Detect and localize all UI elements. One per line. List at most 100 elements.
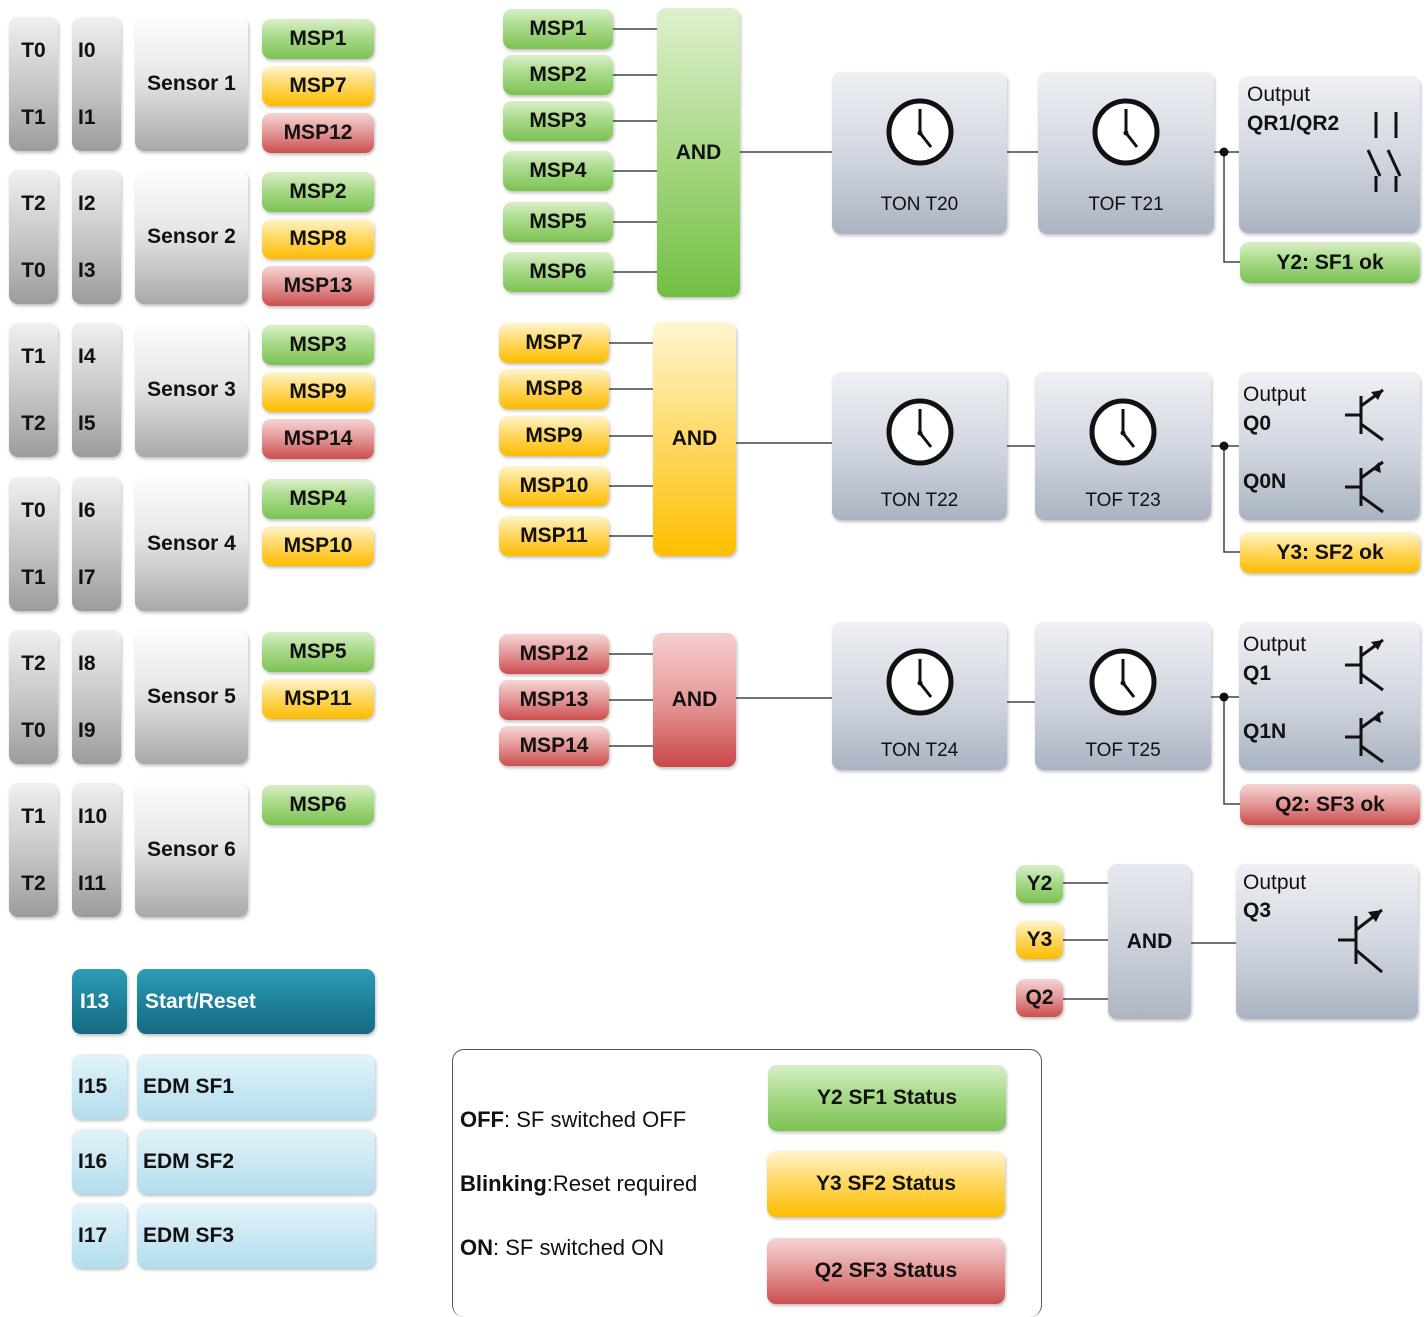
sensor-box: Sensor 4: [135, 477, 248, 611]
and-gate-1: AND: [657, 8, 740, 297]
msp-input: MSP2: [503, 55, 613, 95]
msp-label: MSP2: [529, 63, 587, 86]
msp-output: MSP5: [262, 632, 374, 672]
and-label: AND: [1126, 929, 1173, 953]
msp-input: MSP8: [499, 369, 609, 409]
legend-panel: [452, 1049, 1042, 1317]
output-title: Output: [1247, 83, 1311, 106]
test-pulse-label: T0: [21, 498, 46, 522]
msp-output-label: MSP4: [289, 487, 347, 510]
final-input-label: Q2: [1025, 986, 1054, 1009]
final-input-label: Y3: [1026, 928, 1053, 951]
output-name: Q0: [1243, 412, 1272, 435]
start-reset-label: Start/Reset: [145, 989, 256, 1013]
input-label: I16: [78, 1149, 108, 1173]
input-box-i16: I16: [72, 1129, 127, 1194]
sensor-box: Sensor 2: [135, 170, 248, 304]
msp-input: MSP11: [499, 516, 609, 556]
msp-output-label: MSP1: [289, 27, 347, 50]
legend-blinking: Blinking:Reset required: [460, 1171, 697, 1197]
clock-icon: [1089, 648, 1157, 716]
msp-output-label: MSP2: [289, 180, 347, 203]
msp-output-label: MSP5: [289, 640, 347, 663]
test-pulse-label: T1: [21, 344, 46, 368]
test-pulse-label: T0: [21, 258, 46, 282]
status-label: Y3: SF2 ok: [1276, 540, 1384, 564]
msp-label: MSP13: [519, 688, 589, 711]
msp-input: MSP4: [503, 151, 613, 191]
ton-timer-2: TON T22: [832, 372, 1007, 520]
output-name: Q3: [1243, 899, 1272, 922]
msp-output: MSP12: [262, 113, 374, 153]
timer-label: TON T24: [880, 740, 959, 761]
clock-icon: [886, 98, 953, 166]
legend-on: ON: SF switched ON: [460, 1235, 664, 1261]
output-box-1: Output QR1/QR2: [1239, 76, 1420, 233]
sensor-box: Sensor 3: [135, 323, 248, 457]
status-label: Q2: SF3 ok: [1275, 792, 1385, 816]
timer-label: TOF T23: [1085, 490, 1161, 511]
edm-sf2-box: EDM SF2: [137, 1129, 375, 1194]
test-pulse-label: T2: [21, 651, 46, 675]
and-label: AND: [671, 427, 718, 450]
input-label: I13: [80, 989, 110, 1013]
final-and-input-q2: Q2: [1016, 979, 1063, 1017]
msp-output-label: MSP12: [283, 121, 353, 144]
sensor-box-label: Sensor 1: [147, 72, 236, 95]
sensor-box-label: Sensor 5: [147, 685, 236, 708]
legend-status-label: Q2 SF3 Status: [814, 1259, 958, 1282]
msp-input: MSP1: [503, 9, 613, 49]
msp-output-label: MSP13: [283, 274, 353, 297]
output-name: Q1: [1243, 662, 1272, 685]
tof-timer-1: TOF T21: [1038, 72, 1214, 234]
msp-output: MSP8: [262, 219, 374, 259]
final-input-label: Y2: [1026, 872, 1053, 895]
sensor-box-label: Sensor 4: [147, 532, 236, 555]
msp-input: MSP5: [503, 202, 613, 242]
input-label: I9: [78, 718, 96, 742]
legend-off: OFF: SF switched OFF: [460, 1107, 686, 1133]
legend-key: ON: [460, 1235, 493, 1260]
msp-output: MSP10: [262, 526, 374, 566]
status-y2: Y2: SF1 ok: [1240, 242, 1420, 283]
msp-input: MSP7: [499, 323, 609, 363]
msp-input: MSP14: [499, 726, 609, 766]
msp-label: MSP8: [525, 377, 583, 400]
clock-icon: [1089, 398, 1157, 466]
edm-sf1-box: EDM SF1: [137, 1054, 375, 1119]
edm-label: EDM SF1: [143, 1074, 235, 1098]
test-pulse-label: T1: [21, 565, 46, 589]
timer-label: TOF T25: [1085, 740, 1161, 761]
final-and-input-y2: Y2: [1016, 865, 1063, 903]
msp-output-label: MSP14: [283, 427, 353, 450]
transistor-icon: [1345, 460, 1384, 514]
output-name-2: Q0N: [1243, 470, 1287, 493]
legend-text: :Reset required: [546, 1171, 698, 1196]
msp-output: MSP4: [262, 479, 374, 519]
output-name-2: Q1N: [1243, 720, 1287, 743]
and-label: AND: [671, 688, 718, 711]
msp-output: MSP7: [262, 66, 374, 106]
and-label: AND: [675, 140, 722, 164]
sensor-box-label: Sensor 6: [147, 838, 236, 861]
msp-output: MSP1: [262, 19, 374, 59]
msp-output-label: MSP7: [289, 74, 347, 97]
input-label: I2: [78, 191, 96, 215]
msp-output: MSP13: [262, 266, 374, 306]
msp-output-label: MSP3: [289, 333, 347, 356]
test-pulse-label: T2: [21, 871, 46, 895]
legend-status-y3: Y3 SF2 Status: [767, 1151, 1005, 1217]
msp-label: MSP3: [529, 109, 587, 132]
legend-status-label: Y2 SF1 Status: [816, 1086, 958, 1109]
msp-output-label: MSP6: [289, 793, 347, 816]
status-y3: Y3: SF2 ok: [1240, 532, 1420, 573]
input-label: I10: [78, 804, 108, 828]
msp-label: MSP7: [525, 331, 583, 354]
